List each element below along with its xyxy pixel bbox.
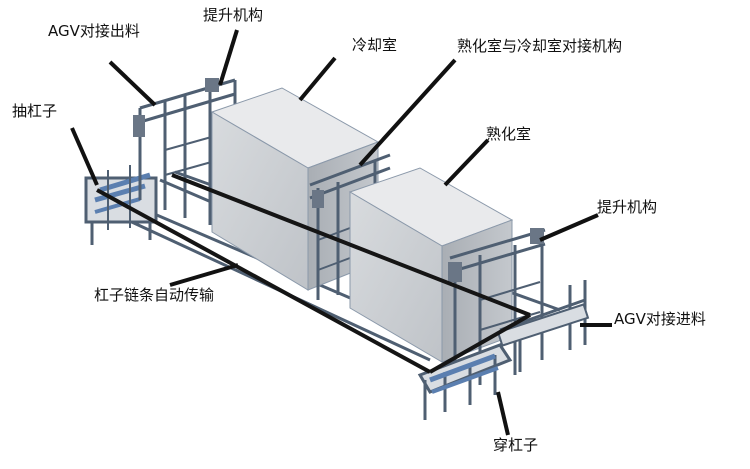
label-lift-right: 提升机构 <box>597 198 658 216</box>
leader-lines <box>70 29 612 436</box>
label-insert-rod: 穿杠子 <box>493 436 539 454</box>
label-docking-mechanism: 熟化室与冷却室对接机构 <box>457 37 623 55</box>
label-pull-rod: 抽杠子 <box>12 102 58 120</box>
label-chain-conveyor: 杠子链条自动传输 <box>94 286 215 304</box>
chain-conveyor <box>96 173 531 374</box>
label-cooling-room: 冷却室 <box>352 36 398 54</box>
left-end-frame <box>84 165 158 245</box>
insert-rod-station <box>417 343 513 420</box>
label-agv-in: AGV对接进料 <box>614 310 706 328</box>
curing-room-chamber <box>348 167 514 363</box>
label-lift-left: 提升机构 <box>203 6 264 24</box>
label-curing-room: 熟化室 <box>486 125 532 143</box>
label-agv-out: AGV对接出料 <box>48 22 140 40</box>
right-end-frame <box>496 280 590 372</box>
